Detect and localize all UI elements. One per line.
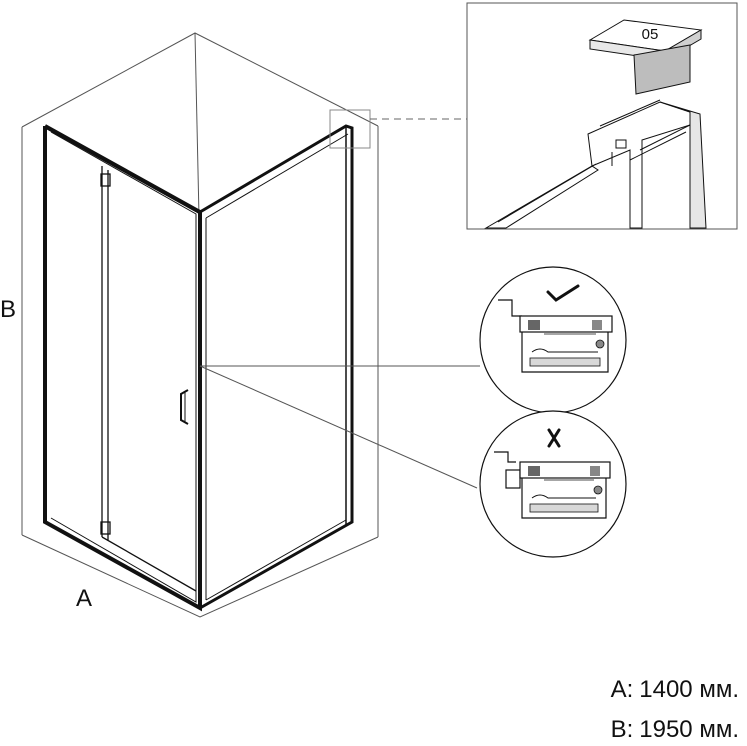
top-detail-box: 05 <box>466 2 738 230</box>
width-label: A <box>76 585 93 612</box>
height-label: B <box>0 296 17 323</box>
detail-code: 05 <box>642 26 659 43</box>
spec-width: A:1400 мм. <box>611 678 739 702</box>
front-frame <box>43 124 202 612</box>
hinged-door <box>100 166 197 592</box>
side-panel <box>199 124 354 610</box>
leader-lines <box>199 365 480 489</box>
spec-height-value: 1950 мм. <box>639 716 739 743</box>
wrong-detail-circle <box>479 410 627 558</box>
cross-mark-icon <box>547 428 561 448</box>
door-handle <box>180 389 189 425</box>
room-walls <box>21 32 379 618</box>
spec-height: B:1950 мм. <box>611 718 739 742</box>
spec-width-value: 1400 мм. <box>639 676 739 703</box>
check-mark-icon <box>546 284 580 302</box>
spec-width-key: A: <box>610 676 634 703</box>
spec-height-key: B: <box>610 716 634 743</box>
correct-detail-circle <box>479 266 627 414</box>
corner-callout <box>329 109 467 149</box>
